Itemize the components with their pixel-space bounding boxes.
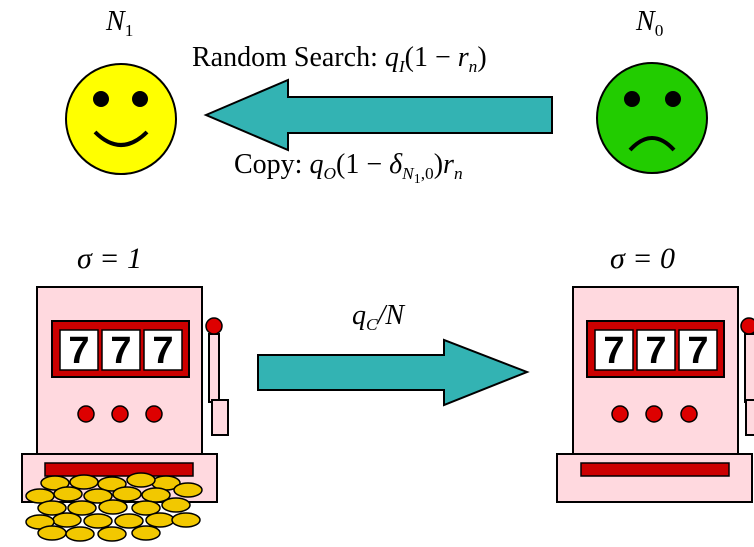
random-search-label: Random Search: qI(1 − rn) [192, 42, 487, 77]
reel-right-2: 7 [645, 330, 667, 372]
reel-right-3: 7 [687, 330, 709, 372]
reel-left-3: 7 [152, 330, 174, 372]
agent-label-n0: N0 [636, 6, 664, 41]
slot-machine-left [21, 286, 229, 503]
top-transition-arrow [203, 78, 553, 152]
reel-right-1: 7 [603, 330, 625, 372]
coin-pile [25, 472, 203, 542]
reel-left-1: 7 [68, 330, 90, 372]
sigma-label-left: σ = 1 [77, 242, 143, 275]
happy-face-icon [65, 63, 177, 175]
reel-left-2: 7 [110, 330, 132, 372]
slot-machine-right [556, 286, 754, 503]
bottom-transition-arrow [257, 338, 530, 407]
agent-label-n1: N1 [106, 6, 134, 41]
copy-label: Copy: qO(1 − δN1,0)rn [234, 149, 463, 188]
sad-face-icon [596, 62, 708, 174]
sigma-label-right: σ = 0 [610, 242, 676, 275]
transition-rate-label: qC/N [352, 300, 405, 335]
